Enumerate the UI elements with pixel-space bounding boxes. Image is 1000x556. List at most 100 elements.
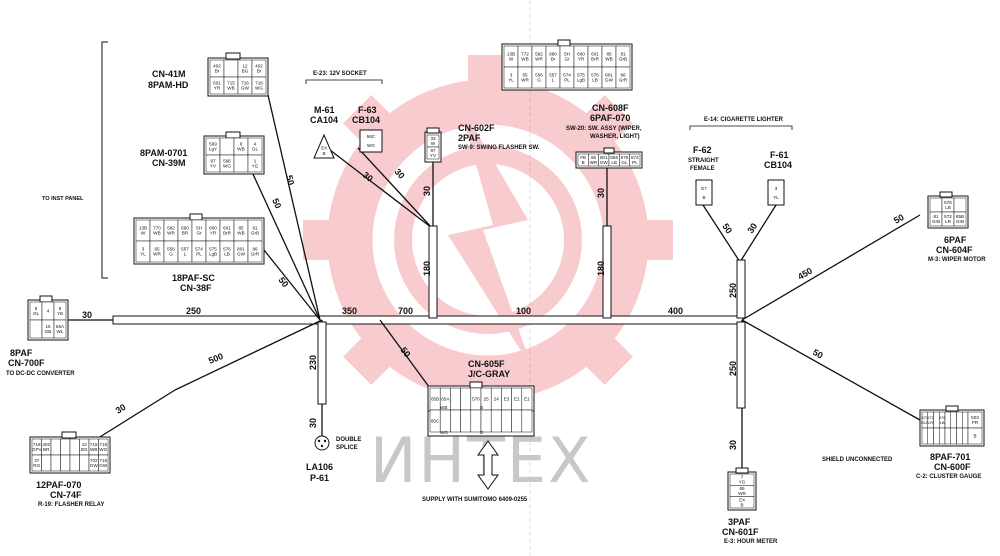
pin-label: 575 xyxy=(621,155,629,160)
pin-label: GW xyxy=(237,252,246,257)
pin-label: LgY xyxy=(209,147,217,152)
pin-label: GrB xyxy=(251,231,259,236)
pin-grid-f62: E7B xyxy=(701,186,707,200)
pin-label: OL xyxy=(33,311,40,316)
pin-cell xyxy=(729,496,755,509)
pin-label: 570 xyxy=(472,397,480,402)
f61-type: CB104 xyxy=(764,160,792,170)
pin-label: 1 xyxy=(254,159,257,164)
pin-label: 85 xyxy=(238,226,244,231)
pin-label: YL xyxy=(140,252,146,257)
la106-id: P-61 xyxy=(310,473,329,483)
pin-cell xyxy=(480,409,492,433)
wire-color-tag: B xyxy=(480,430,483,435)
pin-label: W xyxy=(509,57,514,62)
pin-label: 569 xyxy=(209,142,217,147)
double-arrow-icon xyxy=(477,440,499,490)
pin-label: G xyxy=(169,252,173,257)
pin-label: WG xyxy=(367,143,375,148)
pin-cell xyxy=(41,454,52,472)
pin-label: 690 xyxy=(181,226,189,231)
pin-label: 715 xyxy=(90,442,98,447)
pin-label: 8 xyxy=(35,306,38,311)
pin-label: LB xyxy=(224,252,230,257)
length-30-m61: 30 xyxy=(361,170,375,184)
wire-color-tag: B xyxy=(480,405,483,410)
length-30-f63: 30 xyxy=(393,167,407,181)
connector-pin-grids: 402Br12BG402Br601YR715WB716GW716WG569LgY… xyxy=(29,45,983,509)
pin-label: 65B xyxy=(431,397,439,402)
cn608f-desc2: WASHER, LIGHT) xyxy=(590,134,640,140)
pin-label: 12 xyxy=(242,64,248,69)
pin-cell xyxy=(60,454,71,472)
pin-label: WB xyxy=(227,86,234,91)
f62-name: F-62 xyxy=(693,145,712,155)
f63-type: CB104 xyxy=(352,115,380,125)
pin-label: 86 xyxy=(620,73,626,78)
pin-label: 576 xyxy=(223,247,231,252)
pin-label: 601 xyxy=(223,226,231,231)
pin-label: LR xyxy=(945,219,952,224)
cn41m-type: 8PAM-HD xyxy=(148,80,189,90)
pin-label: W xyxy=(141,231,146,236)
pin-label: WG xyxy=(255,86,263,91)
paf12-name: 12PAF-070 xyxy=(36,480,81,490)
pin-label: YR xyxy=(578,57,585,62)
length-50-cluster: 50 xyxy=(811,347,825,361)
paf12-id: CN-74F xyxy=(50,490,82,500)
pin-label: WR xyxy=(590,160,598,165)
pin-cell xyxy=(921,427,928,445)
pin-label: LgB xyxy=(209,252,217,257)
pin-label: WB xyxy=(237,231,244,236)
length-100: 100 xyxy=(516,306,531,316)
pin-label: B xyxy=(740,502,743,507)
cn605f-type: J/C-GRAY xyxy=(468,369,510,379)
pin-grid-cn608f: 13BW772WB582WR980Br5HGr600YR601BrR85WB81… xyxy=(503,45,631,89)
pin-cell xyxy=(962,411,969,429)
pin-label: E4 xyxy=(321,145,327,150)
pin-label: 770 xyxy=(153,226,161,231)
pin-label: 716 xyxy=(99,442,107,447)
pin-label: 13B xyxy=(139,226,147,231)
pin-label: 5H xyxy=(564,52,570,57)
length-50-pam0701: 50 xyxy=(270,197,283,210)
pin-label: WB xyxy=(521,57,528,62)
pin-label: 85B xyxy=(956,214,964,219)
length-30-f61: 30 xyxy=(745,221,759,235)
pin-label: WG xyxy=(223,164,231,169)
pin-cell xyxy=(956,427,963,445)
pin-label: PL xyxy=(564,78,570,83)
pin-label: 65 xyxy=(522,73,528,78)
pin-label: GW xyxy=(605,78,614,83)
pin-label: Br xyxy=(257,69,262,74)
pin-cell xyxy=(933,427,940,445)
paf18-name: 18PAF-SC xyxy=(172,273,215,283)
pin-label: 3 xyxy=(510,73,513,78)
length-180-602: 180 xyxy=(422,261,432,276)
length-50-f62: 50 xyxy=(720,222,734,236)
main-trunk xyxy=(112,315,744,325)
pin-label: E7 xyxy=(701,186,707,191)
length-500: 500 xyxy=(207,351,225,366)
pin-label: 556 xyxy=(167,247,175,252)
f62-desc1: STRAIGHT xyxy=(688,158,719,164)
pin-cell xyxy=(233,154,249,173)
pin-cell xyxy=(247,240,263,263)
harness-splice xyxy=(317,321,327,405)
pin-label: 4 xyxy=(47,309,50,314)
pin-label: 556 xyxy=(610,155,618,160)
cn600f-id: CN-600F xyxy=(934,462,971,472)
pin-label: LR xyxy=(928,420,933,425)
pin-label: BG xyxy=(242,69,249,74)
pin-label: GrR xyxy=(251,252,260,257)
harness-608 xyxy=(602,225,612,319)
pin-label: 55A xyxy=(56,324,65,329)
m61-terminal xyxy=(313,133,335,159)
pin-label: 402 xyxy=(213,64,221,69)
